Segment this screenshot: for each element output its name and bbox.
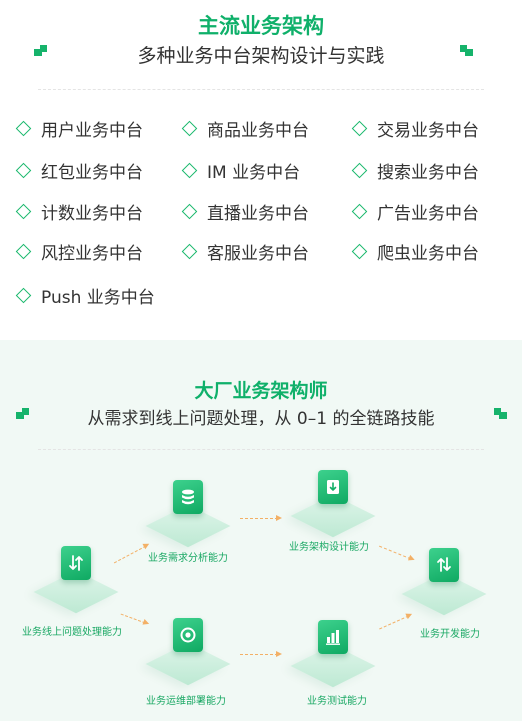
list-item: 直播业务中台 [181, 200, 309, 224]
divider [38, 89, 484, 90]
list-item: 搜索业务中台 [351, 159, 479, 183]
diamond-bullet-icon [181, 162, 198, 178]
node-label: 业务线上问题处理能力 [22, 627, 122, 638]
section-subtitle: 多种业务中台架构设计与实践 [137, 45, 385, 67]
list-item: 风控业务中台 [15, 240, 143, 264]
list-item: IM 业务中台 [181, 159, 301, 183]
section-title: 大厂业务架构师 [194, 380, 328, 402]
diamond-bullet-icon [351, 120, 368, 136]
list-item: 客服业务中台 [181, 240, 309, 264]
flow-arrow [120, 613, 146, 624]
item-label: 客服业务中台 [207, 243, 309, 264]
section-title: 主流业务架构 [198, 14, 324, 38]
diamond-bullet-icon [351, 243, 368, 259]
item-label: 风控业务中台 [41, 243, 143, 264]
online-issue-handling-node [33, 546, 119, 614]
square-bullet-icon [16, 408, 30, 419]
square-bullet-icon [494, 408, 508, 419]
square-bullet-icon [460, 45, 474, 56]
swap-arrows-icon [69, 555, 83, 571]
section-subtitle: 从需求到线上问题处理，从 0–1 的全链路技能 [87, 409, 435, 429]
node-label: 业务架构设计能力 [289, 542, 369, 553]
node-label: 业务运维部署能力 [146, 696, 226, 707]
flow-arrow [240, 650, 282, 657]
list-item: 爬虫业务中台 [351, 240, 479, 264]
architecture-design-node [290, 470, 376, 538]
item-label: IM 业务中台 [207, 162, 301, 183]
square-bullet-icon [34, 45, 48, 56]
diamond-bullet-icon [15, 120, 32, 136]
divider [38, 449, 484, 450]
database-icon [182, 489, 194, 505]
diamond-bullet-icon [181, 243, 198, 259]
eye-icon [180, 627, 196, 643]
flow-arrow [379, 615, 409, 630]
list-item: 广告业务中台 [351, 200, 479, 224]
development-node [401, 548, 487, 616]
bar-chart-icon [326, 630, 340, 645]
flow-arrow [240, 514, 282, 521]
diamond-bullet-icon [181, 203, 198, 219]
item-label: 计数业务中台 [41, 203, 143, 224]
list-item: 计数业务中台 [15, 200, 143, 224]
testing-node [290, 620, 376, 688]
diamond-bullet-icon [181, 120, 198, 136]
flow-arrow [379, 545, 411, 560]
diamond-bullet-icon [15, 162, 32, 178]
item-label: 广告业务中台 [377, 203, 479, 224]
item-label: 搜索业务中台 [377, 162, 479, 183]
node-label: 业务测试能力 [307, 696, 367, 707]
item-label: 用户业务中台 [41, 120, 143, 141]
flow-arrow [113, 545, 147, 564]
list-item: 商品业务中台 [181, 117, 309, 141]
node-label: 业务需求分析能力 [148, 553, 228, 564]
ops-deployment-node [145, 618, 231, 686]
list-item: 用户业务中台 [15, 117, 143, 141]
item-label: Push 业务中台 [41, 287, 155, 308]
node-label: 业务开发能力 [420, 629, 480, 640]
diamond-bullet-icon [351, 203, 368, 219]
document-icon [327, 480, 339, 494]
item-label: 红包业务中台 [41, 162, 143, 183]
diamond-bullet-icon [15, 203, 32, 219]
item-label: 直播业务中台 [207, 203, 309, 224]
list-item: 交易业务中台 [351, 117, 479, 141]
diamond-bullet-icon [15, 243, 32, 259]
code-arrows-icon [437, 557, 451, 572]
item-label: 交易业务中台 [377, 120, 479, 141]
item-label: 爬虫业务中台 [377, 243, 479, 264]
requirement-analysis-node [145, 480, 231, 548]
list-item: 红包业务中台 [15, 159, 143, 183]
diamond-bullet-icon [351, 162, 368, 178]
mainstream-architecture-section: 主流业务架构 多种业务中台架构设计与实践 用户业务中台 商品业务中台 交易业务中… [0, 0, 522, 340]
list-item: Push 业务中台 [15, 284, 155, 308]
item-label: 商品业务中台 [207, 120, 309, 141]
architect-skills-section: 大厂业务架构师 从需求到线上问题处理，从 0–1 的全链路技能 业务线上问题处理… [0, 340, 522, 721]
diamond-bullet-icon [15, 287, 32, 303]
